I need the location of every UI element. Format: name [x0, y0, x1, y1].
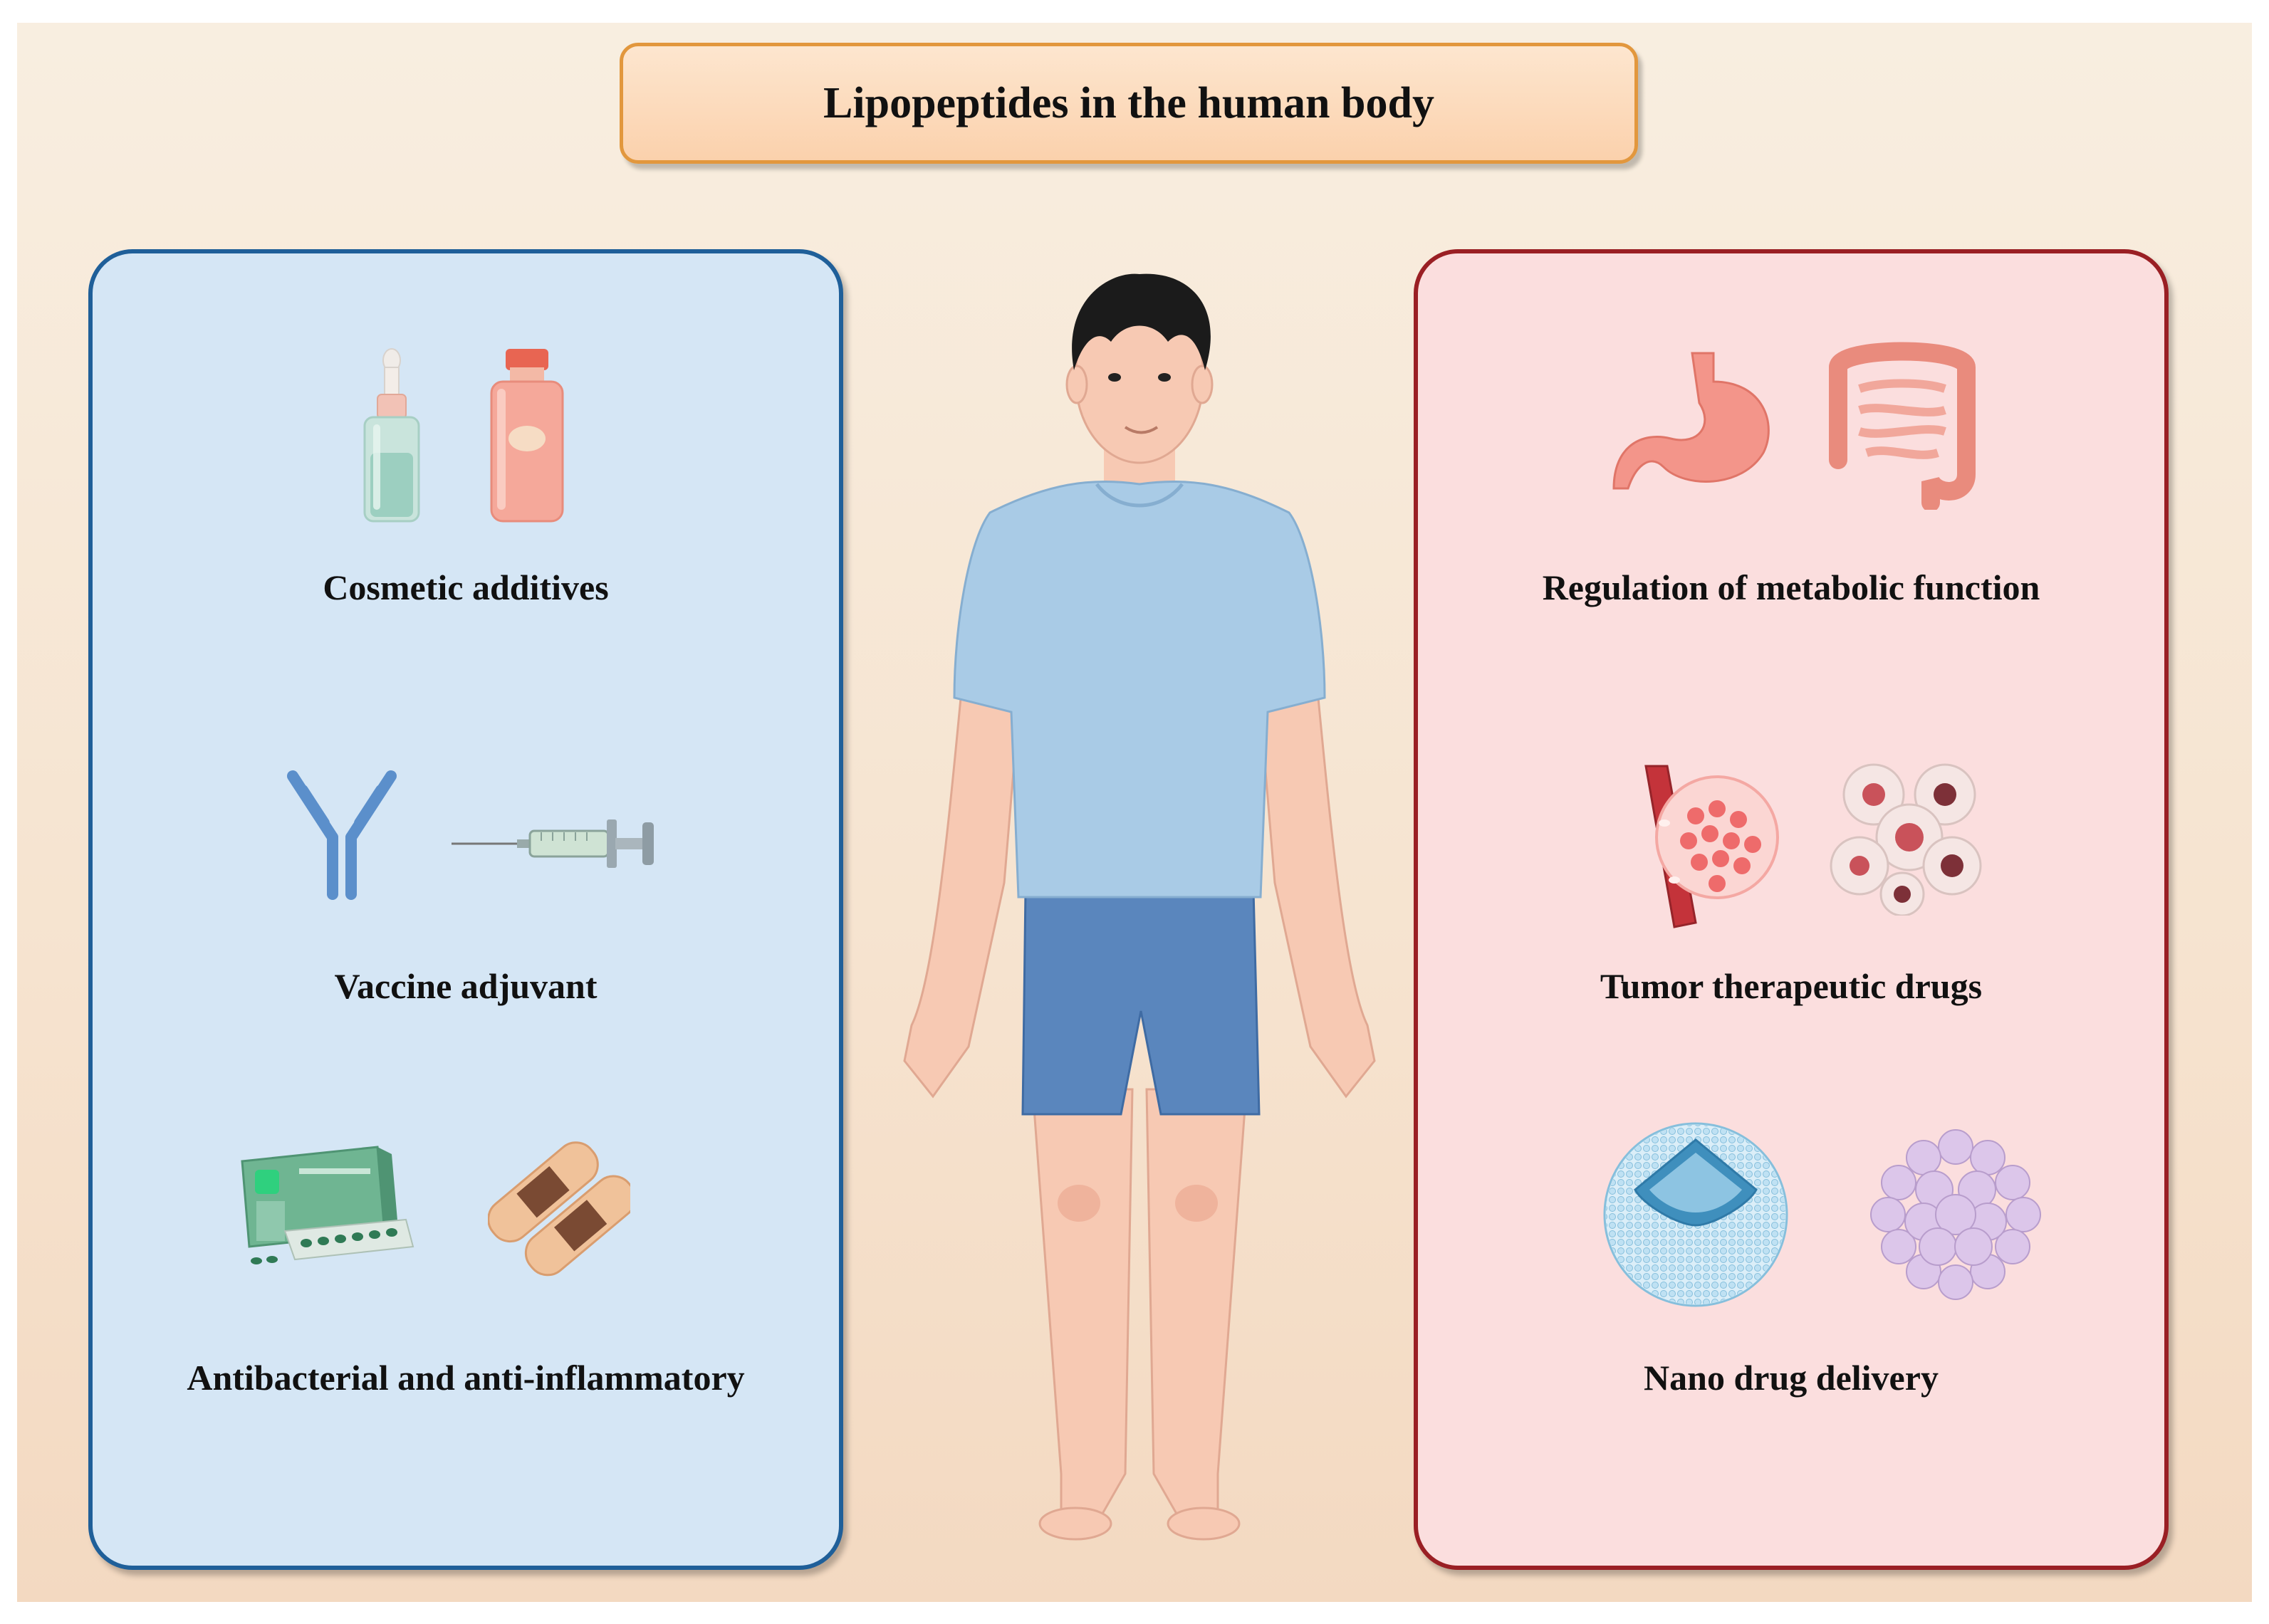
diagram-title: Lipopeptides in the human body	[823, 78, 1434, 127]
metabolic-function-label: Regulation of metabolic function	[1542, 567, 2040, 607]
stomach-icon	[1612, 352, 1770, 490]
nanoparticle-icon	[1870, 1129, 2041, 1300]
cosmetic-additives-label: Cosmetic additives	[323, 567, 609, 607]
spray-bottle-icon	[490, 349, 564, 523]
right-panel: Regulation of metabolic function Tumor t…	[1414, 249, 2169, 1570]
bandage-icon	[488, 1141, 630, 1277]
left-panel: Cosmetic additives Vaccine adjuvant	[88, 249, 843, 1570]
antibacterial-label: Antibacterial and anti-inflammatory	[187, 1358, 745, 1398]
tumor-tissue-icon	[1644, 765, 1779, 928]
tumor-drugs-label: Tumor therapeutic drugs	[1600, 966, 1983, 1006]
human-figure-icon	[903, 273, 1376, 1541]
nano-drug-delivery-label: Nano drug delivery	[1644, 1358, 1939, 1398]
syringe-icon	[452, 819, 654, 868]
tumor-cells-icon	[1830, 763, 1982, 916]
intestine-icon	[1829, 342, 1976, 510]
liposome-icon	[1603, 1122, 1788, 1307]
title-box: Lipopeptides in the human body	[620, 43, 1638, 164]
pill-box-icon	[241, 1146, 414, 1264]
vaccine-adjuvant-label: Vaccine adjuvant	[334, 966, 598, 1006]
antibody-icon	[287, 770, 397, 900]
dropper-bottle-icon	[363, 348, 420, 523]
